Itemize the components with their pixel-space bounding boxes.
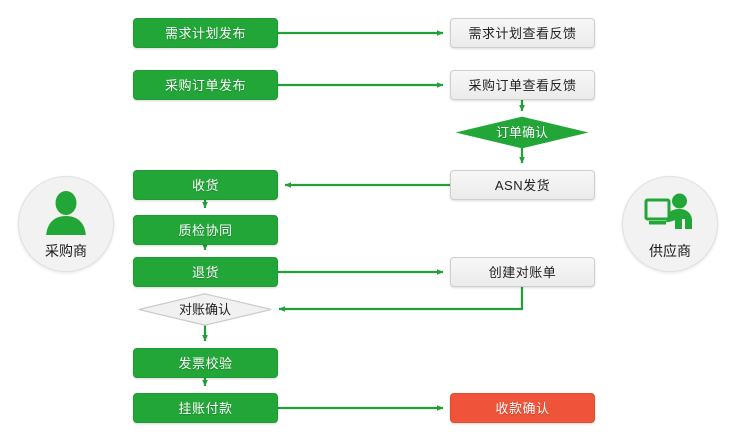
diamond-shape-grey — [138, 293, 272, 326]
person-at-computer-icon — [644, 193, 692, 229]
node-receipt-confirm[interactable]: 收款确认 — [450, 393, 595, 423]
node-payment-posting[interactable]: 挂账付款 — [133, 393, 278, 423]
node-demand-plan-publish[interactable]: 需求计划发布 — [133, 18, 278, 48]
node-demand-plan-feedback[interactable]: 需求计划查看反馈 — [450, 18, 595, 48]
node-asn-shipment[interactable]: ASN发货 — [450, 170, 595, 200]
node-order-confirm[interactable]: 订单确认 — [455, 116, 589, 149]
node-quality-collab[interactable]: 质检协同 — [133, 215, 278, 245]
node-reconcile-confirm[interactable]: 对账确认 — [138, 293, 272, 326]
role-buyer-label: 采购商 — [45, 243, 87, 259]
role-buyer[interactable]: 采购商 — [18, 176, 114, 272]
person-icon — [46, 191, 86, 235]
node-po-feedback[interactable]: 采购订单查看反馈 — [450, 70, 595, 100]
node-create-statement[interactable]: 创建对账单 — [450, 257, 595, 287]
node-invoice-verify[interactable]: 发票校验 — [133, 348, 278, 378]
node-goods-receipt[interactable]: 收货 — [133, 170, 278, 200]
role-supplier[interactable]: 供应商 — [622, 176, 718, 272]
diamond-shape-green — [455, 116, 589, 149]
node-return-goods[interactable]: 退货 — [133, 257, 278, 287]
wire-create-statement-to-reconcile — [278, 287, 524, 312]
role-supplier-label: 供应商 — [649, 243, 691, 259]
node-order-confirm-label: 订单确认 — [495, 125, 548, 140]
node-reconcile-confirm-label: 对账确认 — [178, 302, 231, 317]
node-po-publish[interactable]: 采购订单发布 — [133, 70, 278, 100]
